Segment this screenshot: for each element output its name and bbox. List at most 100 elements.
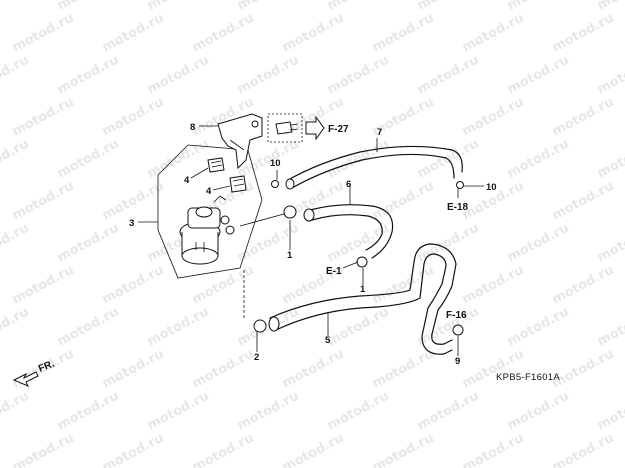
watermark-text: motod.ru xyxy=(0,305,32,350)
watermark-text: motod.ru xyxy=(55,137,122,182)
callout-9: 9 xyxy=(455,356,460,367)
ref-e18: E-18 xyxy=(447,202,469,213)
watermark-text: motod.ru xyxy=(550,347,617,392)
callout-4-upper: 4 xyxy=(184,175,190,186)
callout-1-left: 1 xyxy=(287,250,293,261)
watermark-text: motod.ru xyxy=(190,347,257,392)
watermark-text: motod.ru xyxy=(100,179,167,224)
watermark-text: motod.ru xyxy=(505,305,572,350)
watermark-text: motod.ru xyxy=(550,11,617,56)
callout-10-right: 10 xyxy=(486,182,497,193)
watermark-text: motod.ru xyxy=(100,431,167,468)
watermark-text: motod.ru xyxy=(415,0,482,14)
watermark-text: motod.ru xyxy=(55,0,122,14)
leader-lines xyxy=(138,125,484,356)
watermark-text: motod.ru xyxy=(235,305,302,350)
watermark-text: motod.ru xyxy=(505,137,572,182)
watermark-text: motod.ru xyxy=(55,221,122,266)
pump-bracket-icon xyxy=(217,113,263,170)
watermark-text: motod.ru xyxy=(370,347,437,392)
watermark-text: motod.ru xyxy=(370,263,437,308)
watermark-text: motod.ru xyxy=(145,53,212,98)
rubber-mount-icon xyxy=(207,157,247,193)
watermark-text: motod.ru xyxy=(460,95,527,140)
callout-8: 8 xyxy=(190,122,195,133)
watermark-text: motod.ru xyxy=(0,389,32,434)
callout-10-left: 10 xyxy=(270,158,281,169)
watermark-text: motod.ru xyxy=(235,0,302,14)
watermark-text: motod.ru xyxy=(145,389,212,434)
watermark-text: motod.ru xyxy=(10,431,77,468)
watermark-text: motod.ru xyxy=(0,221,32,266)
watermark-text: motod.ru xyxy=(280,347,347,392)
watermark-text: motod.ru xyxy=(100,11,167,56)
fuel-hose-7 xyxy=(285,145,463,190)
watermark-text: motod.ru xyxy=(10,11,77,56)
watermark-text: motod.ru xyxy=(190,11,257,56)
watermark-text: motod.ru xyxy=(100,347,167,392)
callout-5: 5 xyxy=(325,335,331,346)
watermark-text: motod.ru xyxy=(595,53,625,98)
watermark-text: motod.ru xyxy=(55,53,122,98)
watermark-text: motod.ru xyxy=(550,263,617,308)
watermark-text: motod.ru xyxy=(280,431,347,468)
watermark-text: motod.ru xyxy=(505,389,572,434)
watermark-text: motod.ru xyxy=(235,389,302,434)
watermark-text: motod.ru xyxy=(595,221,625,266)
watermark-text: motod.ru xyxy=(370,11,437,56)
watermark-text: motod.ru xyxy=(145,305,212,350)
callout-6: 6 xyxy=(346,179,351,190)
diagram-code: KPB5-F1601A xyxy=(496,372,560,383)
watermark-text: motod.ru xyxy=(370,179,437,224)
hose-clamp-icon xyxy=(253,180,464,336)
watermark-text: motod.ru xyxy=(550,179,617,224)
watermark-text: motod.ru xyxy=(550,95,617,140)
watermark-text: motod.ru xyxy=(595,389,625,434)
fuel-pump-icon xyxy=(179,195,235,265)
watermark-text: motod.ru xyxy=(0,53,32,98)
watermark-text: motod.ru xyxy=(145,137,212,182)
fuel-hose-6 xyxy=(303,204,394,259)
watermark-text: motod.ru xyxy=(0,0,32,14)
watermark-text: motod.ru xyxy=(100,95,167,140)
watermark-text: motod.ru xyxy=(415,53,482,98)
watermark-text: motod.ru xyxy=(325,53,392,98)
watermark-text: motod.ru xyxy=(595,305,625,350)
watermark-text: motod.ru xyxy=(145,0,212,14)
watermark-text: motod.ru xyxy=(190,263,257,308)
watermark-text: motod.ru xyxy=(415,389,482,434)
watermark-text: motod.ru xyxy=(460,347,527,392)
callout-7: 7 xyxy=(377,127,382,138)
watermark-text: motod.ru xyxy=(10,179,77,224)
fuel-hose-5 xyxy=(268,243,457,355)
watermark-text: motod.ru xyxy=(10,95,77,140)
watermark-text: motod.ru xyxy=(505,53,572,98)
callout-3: 3 xyxy=(129,218,134,229)
watermark-text: motod.ru xyxy=(325,389,392,434)
watermark-text: motod.ru xyxy=(10,263,77,308)
watermark-text: motod.ru xyxy=(100,263,167,308)
watermark-text: motod.ru xyxy=(280,11,347,56)
bolt-detail-box xyxy=(267,113,325,143)
fuel-pump-assembly-outline xyxy=(157,144,263,279)
watermark-text: motod.ru xyxy=(415,221,482,266)
front-arrow-icon xyxy=(12,371,39,387)
callout-1-center: 1 xyxy=(360,284,366,295)
watermark-text: motod.ru xyxy=(460,431,527,468)
arrow-right-icon xyxy=(305,115,325,141)
watermark-text: motod.ru xyxy=(370,431,437,468)
watermark-text: motod.ru xyxy=(550,431,617,468)
watermark-text: motod.ru xyxy=(55,305,122,350)
ref-f27: F-27 xyxy=(328,124,349,135)
watermark-text: motod.ru xyxy=(55,389,122,434)
watermark-text: motod.ru xyxy=(235,53,302,98)
ref-e1: E-1 xyxy=(326,266,342,277)
watermark-text: motod.ru xyxy=(0,137,32,182)
watermark-text: motod.ru xyxy=(460,263,527,308)
watermark-text: motod.ru xyxy=(325,0,392,14)
watermark-text: motod.ru xyxy=(595,137,625,182)
watermark-text: motod.ru xyxy=(505,221,572,266)
watermark-text: motod.ru xyxy=(190,431,257,468)
